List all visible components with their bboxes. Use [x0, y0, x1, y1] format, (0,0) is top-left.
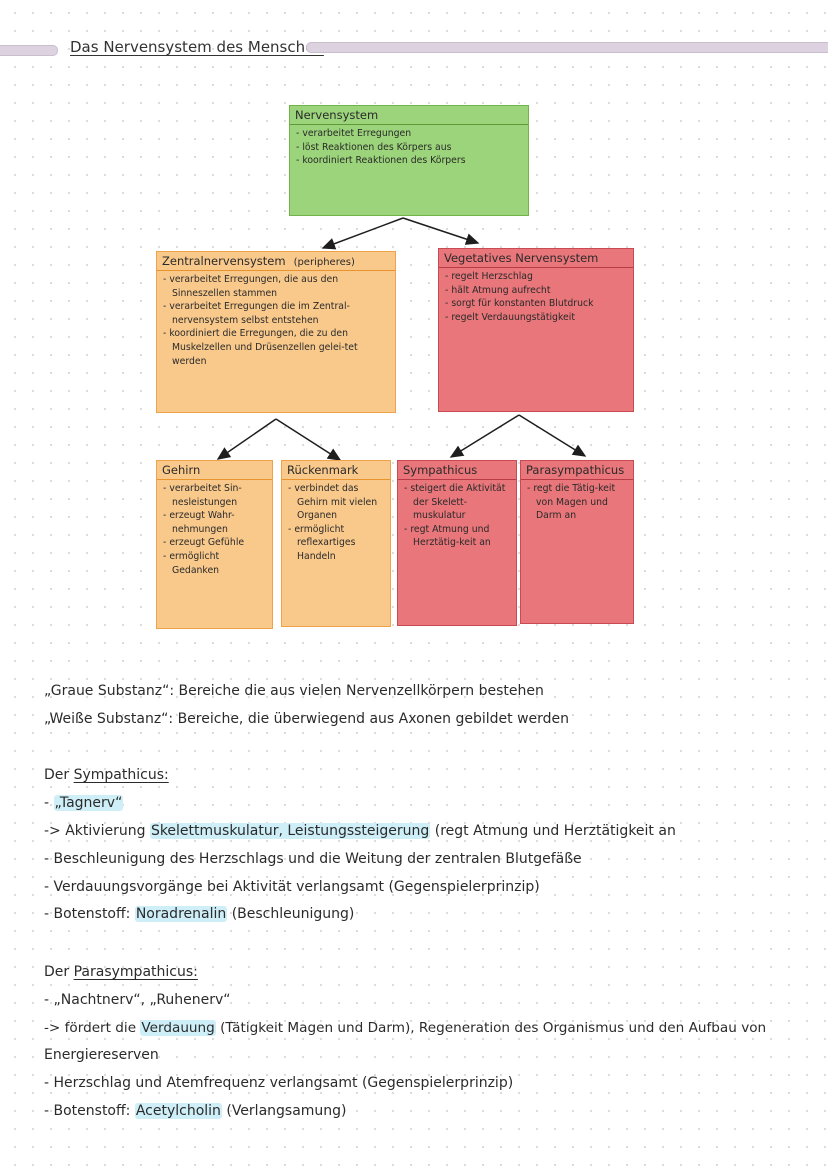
box-list-item: ermöglicht reflexartiges Handeln: [288, 523, 386, 564]
sym-tag: - „Tagnerv“: [44, 793, 124, 813]
dash: -: [44, 795, 54, 811]
box-list-item: koordiniert die Erregungen, die zu den M…: [163, 327, 391, 368]
tag-text: „Nachtnerv“, „Ruhenerv“: [53, 992, 231, 1008]
box-title: Rückenmark: [282, 461, 390, 480]
note-weisse-substanz: „Weiße Substanz“: Bereiche, die überwieg…: [44, 711, 570, 727]
box-title: Zentralnervensystem (peripheres): [157, 252, 395, 271]
heading-sympathicus: Der Sympathicus:: [44, 765, 169, 785]
text: -> Aktivierung: [44, 823, 150, 839]
box-list-item: ermöglicht Gedanken: [163, 550, 268, 577]
para-tag: - „Nachtnerv“, „Ruhenerv“: [44, 990, 231, 1010]
box-list-item: regt die Tätig-keit von Magen und Darm a…: [527, 482, 629, 523]
box-list-item: steigert die Aktivität der Skelett-musku…: [404, 482, 512, 523]
text: (Verlangsamung): [221, 1103, 347, 1119]
heading-parasympathicus: Der Parasympathicus:: [44, 962, 198, 982]
arrow-to-parasympathicus: [518, 414, 587, 457]
box-vegetatives-nervensystem: Vegetatives Nervensystem regelt Herzschl…: [438, 248, 634, 412]
para-line-1-cont: Energiereserven: [44, 1047, 159, 1063]
box-list: verarbeitet Sin-nesleistungenerzeugt Wah…: [157, 482, 272, 577]
box-title: Nervensystem: [290, 106, 528, 125]
para-line-3: - Botenstoff: Acetylcholin (Verlangsamun…: [44, 1101, 347, 1121]
arrow-to-gehirn: [216, 418, 277, 460]
box-nervensystem: Nervensystem verarbeitet Erregungenlöst …: [289, 105, 529, 216]
box-list-item: sorgt für konstanten Blutdruck: [445, 297, 629, 311]
highlight-acetylcholin: Acetylcholin: [134, 1103, 222, 1119]
arrow-to-sympathicus: [449, 414, 520, 458]
box-list-item: erzeugt Gefühle: [163, 536, 268, 550]
note-graue-substanz: „Graue Substanz“: Bereiche die aus viele…: [44, 683, 544, 699]
box-list-item: verarbeitet Erregungen: [296, 127, 524, 141]
box-list-item: verarbeitet Sin-nesleistungen: [163, 482, 268, 509]
box-list: verbindet das Gehirn mit vielen Organene…: [282, 482, 390, 564]
box-list-item: regt Atmung und Herztätig-keit an: [404, 523, 512, 550]
text: - Botenstoff:: [44, 906, 135, 922]
title-subtitle: (peripheres): [293, 257, 355, 268]
para-line-1: -> fördert die Verdauung (Tätigkeit Mage…: [44, 1018, 766, 1038]
text: (regt Atmung und Herztätigkeit an: [430, 823, 676, 839]
header-bar-right: [306, 42, 828, 53]
box-list: regt die Tätig-keit von Magen und Darm a…: [521, 482, 633, 523]
highlight-tagnerv: „Tagnerv“: [53, 795, 124, 811]
heading-prefix: Der: [44, 767, 74, 783]
text: (Beschleunigung): [227, 906, 355, 922]
header-bar-left: [0, 45, 58, 56]
box-list-item: erzeugt Wahr-nehmungen: [163, 509, 268, 536]
sym-line-1: -> Aktivierung Skelettmuskulatur, Leistu…: [44, 821, 676, 841]
dash: -: [44, 992, 54, 1008]
sym-line-3: - Verdauungsvorgänge bei Aktivität verla…: [44, 879, 540, 895]
box-zentralnervensystem: Zentralnervensystem (peripheres) verarbei…: [156, 251, 396, 413]
arrow-to-rueckenmark: [275, 418, 342, 461]
box-list-item: verbindet das Gehirn mit vielen Organen: [288, 482, 386, 523]
box-list: steigert die Aktivität der Skelett-musku…: [398, 482, 516, 550]
highlight-skelettmuskulatur: Skelettmuskulatur, Leistungssteigerung: [149, 823, 431, 839]
para-line-2: - Herzschlag und Atemfrequenz verlangsam…: [44, 1075, 514, 1091]
text: - Botenstoff:: [44, 1103, 135, 1119]
sym-line-4: - Botenstoff: Noradrenalin (Beschleunigu…: [44, 904, 354, 924]
text: (Tätigkeit Magen und Darm), Regeneration…: [215, 1020, 767, 1036]
box-rueckenmark: Rückenmark verbindet das Gehirn mit viel…: [281, 460, 391, 627]
box-parasympathicus: Parasympathicus regt die Tätig-keit von …: [520, 460, 634, 624]
box-title: Vegetatives Nervensystem: [439, 249, 633, 268]
box-list: verarbeitet Erregungenlöst Reaktionen de…: [290, 127, 528, 168]
box-list-item: hält Atmung aufrecht: [445, 284, 629, 298]
arrow-to-vns: [402, 217, 480, 245]
box-list-item: koordiniert Reaktionen des Körpers: [296, 154, 524, 168]
box-title: Sympathicus: [398, 461, 516, 480]
heading-text: Parasympathicus:: [73, 964, 198, 980]
page-title: Das Nervensystem des Menschen: [70, 38, 324, 56]
heading-prefix: Der: [44, 964, 74, 980]
title-text: Zentralnervensystem: [162, 254, 286, 268]
heading-text: Sympathicus:: [73, 767, 169, 783]
box-list-item: verarbeitet Erregungen, die aus den Sinn…: [163, 273, 391, 300]
box-list: verarbeitet Erregungen, die aus den Sinn…: [157, 273, 395, 368]
text: -> fördert die: [44, 1020, 141, 1036]
box-sympathicus: Sympathicus steigert die Aktivität der S…: [397, 460, 517, 626]
box-gehirn: Gehirn verarbeitet Sin-nesleistungenerze…: [156, 460, 273, 629]
box-title: Parasympathicus: [521, 461, 633, 480]
box-list: regelt Herzschlaghält Atmung aufrechtsor…: [439, 270, 633, 324]
sym-line-2: - Beschleunigung des Herzschlags und die…: [44, 851, 582, 867]
highlight-noradrenalin: Noradrenalin: [134, 906, 228, 922]
highlight-verdauung: Verdauung: [140, 1020, 216, 1036]
arrow-to-zns: [321, 217, 404, 250]
box-list-item: verarbeitet Erregungen die im Zentral-ne…: [163, 300, 391, 327]
box-list-item: löst Reaktionen des Körpers aus: [296, 141, 524, 155]
box-title: Gehirn: [157, 461, 272, 480]
box-list-item: regelt Verdauungstätigkeit: [445, 311, 629, 325]
box-list-item: regelt Herzschlag: [445, 270, 629, 284]
